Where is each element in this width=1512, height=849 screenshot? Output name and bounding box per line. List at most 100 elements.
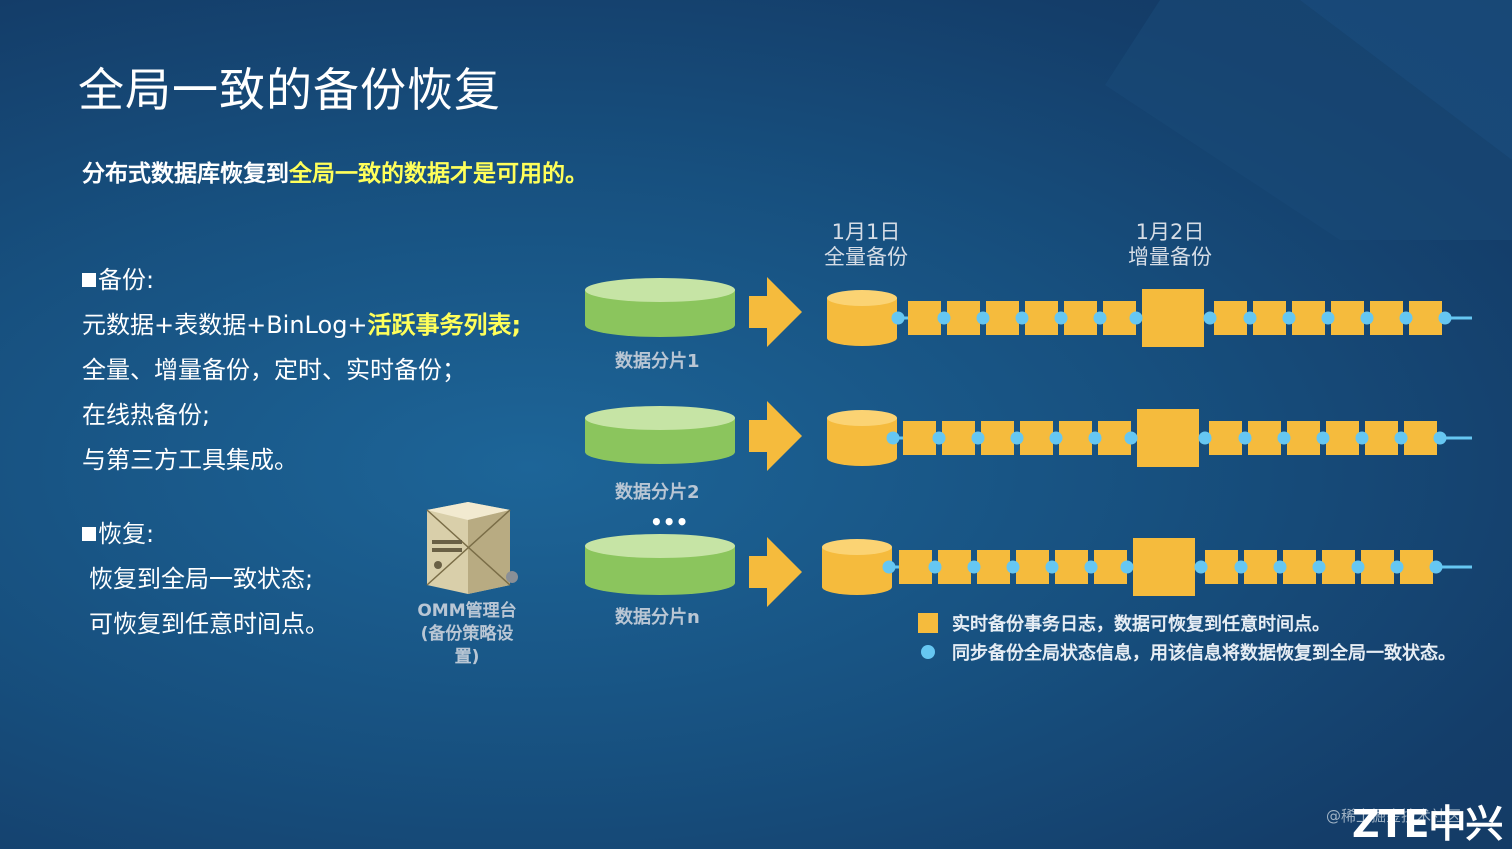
log-block <box>1365 421 1398 455</box>
sync-dot <box>967 560 981 574</box>
incremental-backup-block <box>1133 538 1195 596</box>
sync-dot <box>1243 311 1257 325</box>
right-arrow-icon <box>749 401 802 471</box>
day2-type: 增量备份 <box>1128 245 1212 269</box>
log-block <box>1283 550 1316 584</box>
backup-section: 备份: 元数据+表数据+BinLog+活跃事务列表; 全量、增量备份，定时、实时… <box>82 258 521 483</box>
log-block <box>903 421 936 455</box>
server-label-line2: (备份策略设 <box>420 624 514 644</box>
shard-disk <box>585 278 735 337</box>
log-block <box>1400 550 1433 584</box>
day1-type: 全量备份 <box>824 245 908 269</box>
sync-dot <box>937 311 951 325</box>
sync-dot <box>976 311 990 325</box>
full-backup-cylinder <box>822 547 892 595</box>
day1-date: 1月1日 <box>831 220 901 244</box>
log-block <box>1361 550 1394 584</box>
sync-dot <box>1277 431 1291 445</box>
log-block <box>1025 301 1058 335</box>
sync-dot <box>1203 311 1217 325</box>
sync-dot <box>928 560 942 574</box>
log-block <box>1248 421 1281 455</box>
sync-dot <box>1006 560 1020 574</box>
incremental-backup-block <box>1137 409 1199 467</box>
sync-dot <box>1129 311 1143 325</box>
backup-heading: 备份: <box>98 266 155 294</box>
sync-dot <box>1355 431 1369 445</box>
restore-heading: 恢复: <box>98 520 155 548</box>
log-block <box>908 301 941 335</box>
sync-dot <box>886 431 900 445</box>
day2-date: 1月2日 <box>1135 220 1205 244</box>
log-block <box>1326 421 1359 455</box>
full-backup-cylinder-top <box>827 290 897 306</box>
ellipsis: ••• <box>650 510 689 534</box>
sync-dot <box>1238 431 1252 445</box>
server-label: OMM管理台 (备份策略设 置) <box>405 600 529 669</box>
log-block <box>1287 421 1320 455</box>
log-block <box>938 550 971 584</box>
page-title: 全局一致的备份恢复 <box>78 63 501 117</box>
sync-dot <box>882 560 896 574</box>
sync-dot <box>1010 431 1024 445</box>
log-block <box>1370 301 1403 335</box>
sync-dot <box>1316 431 1330 445</box>
log-block <box>1409 301 1442 335</box>
sync-dot <box>1399 311 1413 325</box>
log-block <box>986 301 1019 335</box>
sync-dot <box>1093 311 1107 325</box>
log-block <box>899 550 932 584</box>
log-block <box>1020 421 1053 455</box>
sync-dot <box>1088 431 1102 445</box>
legend-square-item: 实时备份事务日志，数据可恢复到任意时间点。 <box>918 610 1330 636</box>
legend-dot-text: 同步备份全局状态信息，用该信息将数据恢复到全局一致状态。 <box>952 643 1456 664</box>
full-backup-cylinder <box>827 418 897 466</box>
backup-line1: 元数据+表数据+BinLog+ <box>82 311 368 339</box>
log-block <box>1404 421 1437 455</box>
log-block <box>1209 421 1242 455</box>
sync-dot <box>1194 560 1208 574</box>
backup-line3: 在线热备份; <box>82 401 211 429</box>
restore-section: 恢复: 恢复到全局一致状态; 可恢复到任意时间点。 <box>82 512 329 647</box>
right-arrow-icon <box>749 277 802 347</box>
sync-dot <box>1015 311 1029 325</box>
full-backup-cylinder-top <box>822 539 892 555</box>
sync-dot <box>1351 560 1365 574</box>
sync-dot <box>971 431 985 445</box>
timelines <box>822 289 1472 596</box>
sync-dot <box>1394 431 1408 445</box>
log-block <box>1253 301 1286 335</box>
log-block <box>1059 421 1092 455</box>
subtitle: 分布式数据库恢复到全局一致的数据才是可用的。 <box>82 154 588 188</box>
sync-dot <box>891 311 905 325</box>
right-arrow-icon <box>749 537 802 607</box>
shard-disk <box>585 534 735 595</box>
log-block <box>1292 301 1325 335</box>
sync-dot <box>1438 311 1452 325</box>
shard-label: 数据分片n <box>615 607 700 628</box>
sync-dot <box>932 431 946 445</box>
sync-dot <box>1045 560 1059 574</box>
day2-label: 1月2日 增量备份 <box>1110 220 1230 270</box>
log-block <box>1331 301 1364 335</box>
sync-dot <box>1282 311 1296 325</box>
log-block <box>1244 550 1277 584</box>
sync-dot <box>1390 560 1404 574</box>
sync-dot <box>1429 560 1443 574</box>
sync-dot <box>1273 560 1287 574</box>
legend-dot-item: 同步备份全局状态信息，用该信息将数据恢复到全局一致状态。 <box>918 639 1456 665</box>
log-block <box>1214 301 1247 335</box>
sync-dot <box>1120 560 1134 574</box>
log-block <box>1016 550 1049 584</box>
sync-dot <box>1198 431 1212 445</box>
restore-line2: 可恢复到任意时间点。 <box>89 610 329 638</box>
log-block <box>947 301 980 335</box>
backup-line2: 全量、增量备份，定时、实时备份； <box>82 356 466 384</box>
zte-logo: ZTE中兴 <box>1352 802 1503 846</box>
full-backup-cylinder-top <box>827 410 897 426</box>
sync-dot <box>1234 560 1248 574</box>
shard-label: 数据分片2 <box>615 482 700 503</box>
full-backup-cylinder <box>827 298 897 346</box>
